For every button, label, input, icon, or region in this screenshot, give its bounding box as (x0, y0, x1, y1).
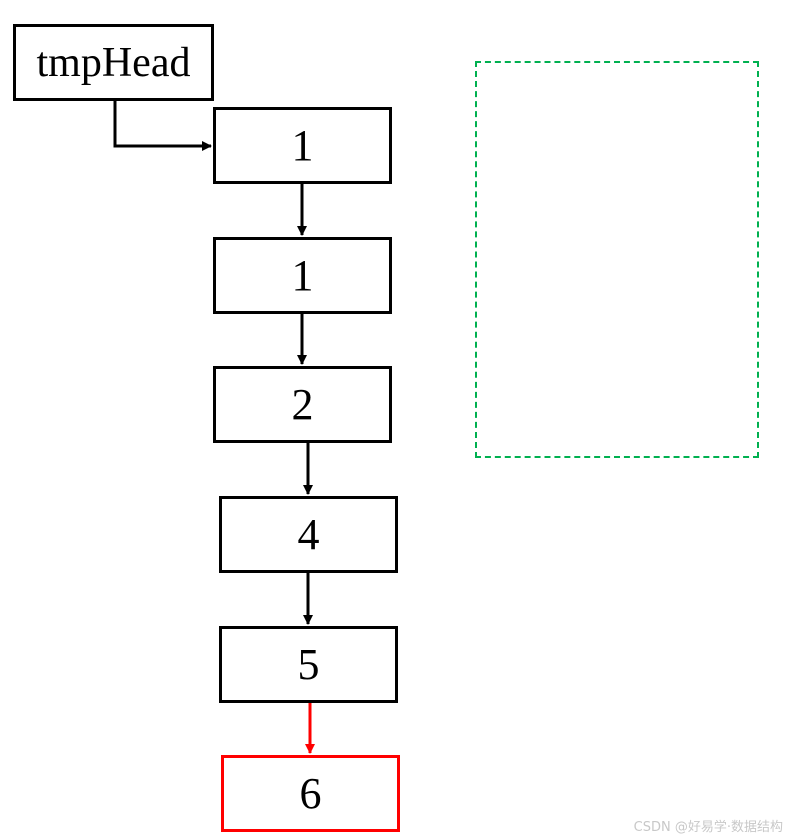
node-value: 1 (291, 250, 314, 300)
tmphead-label: tmpHead (36, 39, 191, 86)
tmphead-node: tmpHead (13, 24, 214, 101)
node-value: 4 (297, 509, 320, 559)
head-pointer-arrow (113, 101, 212, 151)
new-list-node: 6 (221, 755, 400, 832)
list-node: 5 (219, 626, 398, 703)
node-value: 5 (297, 639, 320, 689)
list-node: 1 (213, 107, 392, 184)
node-value: 1 (291, 120, 314, 170)
list-node: 4 (219, 496, 398, 573)
node-value: 6 (299, 768, 322, 818)
watermark: CSDN @好易学·数据结构 (633, 820, 783, 835)
node-value: 2 (291, 379, 314, 429)
list-node: 1 (213, 237, 392, 314)
list-node: 2 (213, 366, 392, 443)
empty-dashed-frame (475, 61, 759, 458)
